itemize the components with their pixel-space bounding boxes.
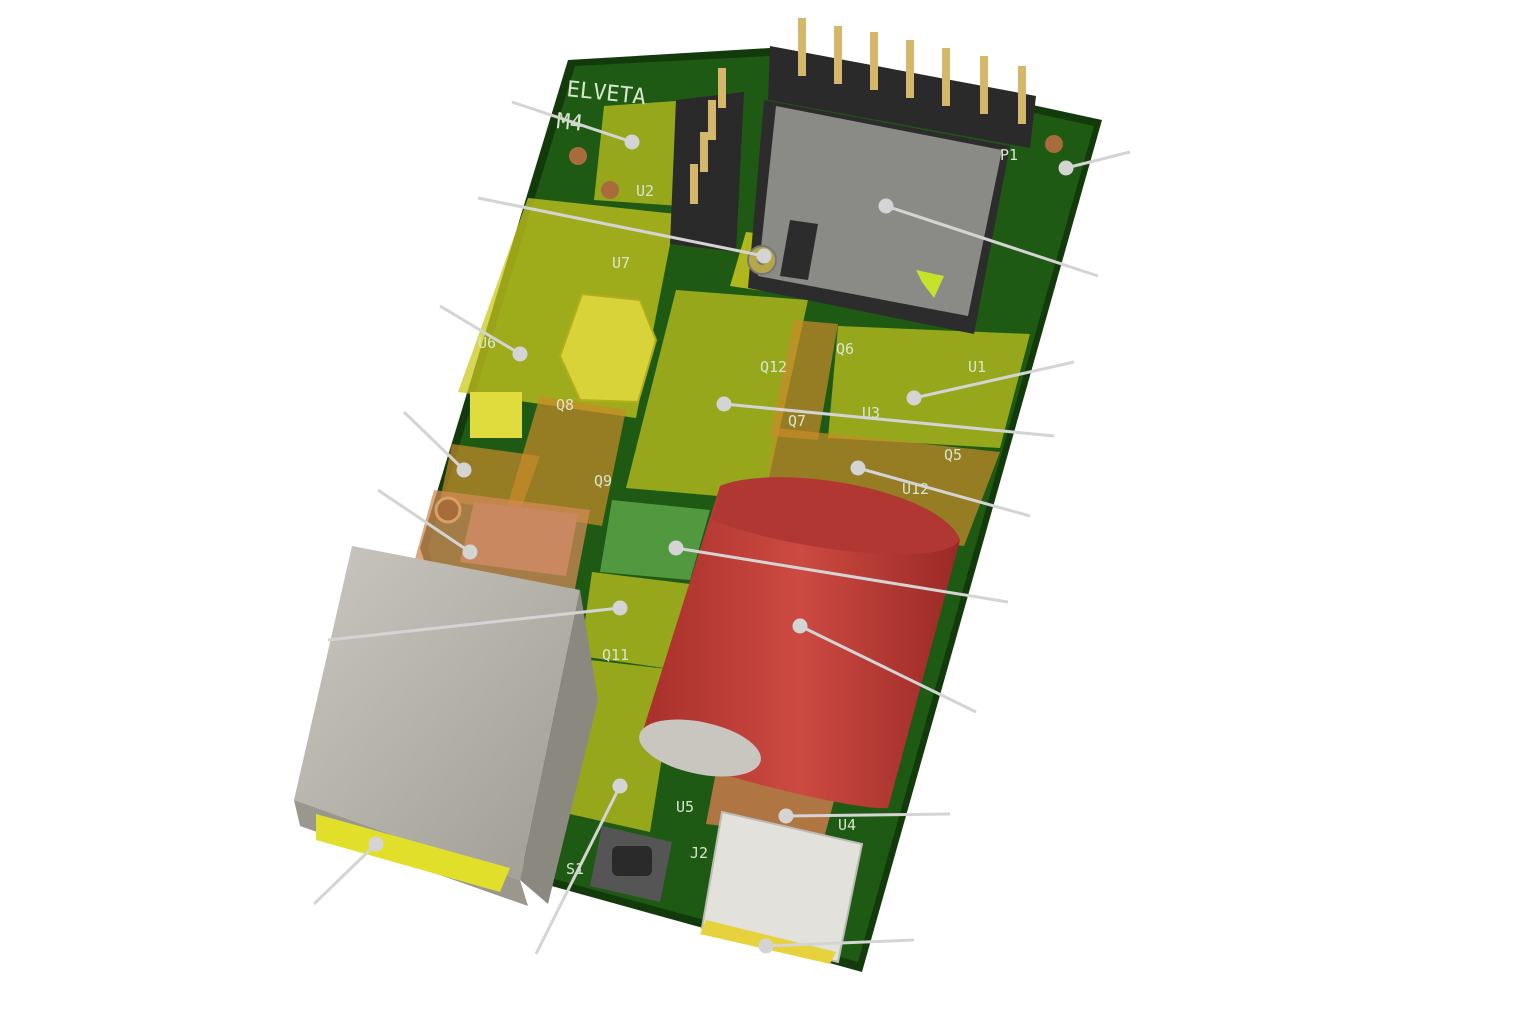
callout-dot-17 xyxy=(758,938,774,954)
callout-dot-3 xyxy=(512,346,528,362)
rf-module xyxy=(748,100,1010,334)
callout-dot-15 xyxy=(792,618,808,634)
callout-leaders xyxy=(312,100,1131,955)
ref-q7: Q7 xyxy=(788,412,806,430)
brand-line2: M4 xyxy=(555,109,584,137)
electrolytic-capacitor xyxy=(639,477,960,809)
ref-j2: J2 xyxy=(690,844,708,862)
callout-dot-2 xyxy=(756,248,772,264)
callout-dot-12 xyxy=(716,396,732,412)
region-q11 xyxy=(580,572,690,668)
callout-dot-10 xyxy=(878,198,894,214)
region-q8 xyxy=(506,396,626,526)
callout-dot-16 xyxy=(778,808,794,824)
ref-u4: U4 xyxy=(838,816,856,834)
ref-q9: Q9 xyxy=(594,472,612,490)
rj45-connector xyxy=(294,546,598,906)
region-u2 xyxy=(594,100,690,206)
callout-dot-7 xyxy=(368,836,384,852)
callout-dot-11 xyxy=(906,390,922,406)
pin-headers xyxy=(670,18,1036,252)
mounting-hole-top xyxy=(569,147,587,165)
ref-u7: U7 xyxy=(612,254,630,272)
ref-u5: U5 xyxy=(676,798,694,816)
relay xyxy=(434,496,578,576)
region-q12 xyxy=(626,290,808,500)
ref-p1: P1 xyxy=(1000,146,1018,164)
callout-dot-13 xyxy=(850,460,866,476)
push-button xyxy=(590,826,672,902)
ref-q6: Q6 xyxy=(836,340,854,358)
callout-dot-9 xyxy=(1058,160,1074,176)
region-green xyxy=(600,500,710,580)
callout-dot-1 xyxy=(624,134,640,150)
callout-dot-6 xyxy=(612,600,628,616)
ref-u1: U1 xyxy=(968,358,986,376)
ref-q11: Q11 xyxy=(602,646,629,664)
crystal xyxy=(470,392,522,438)
ref-u2: U2 xyxy=(636,182,654,200)
inductor xyxy=(558,292,658,404)
ref-q5: Q5 xyxy=(944,446,962,464)
ref-q12: Q12 xyxy=(760,358,787,376)
mounting-hole-p1 xyxy=(1045,135,1063,153)
callout-dot-14 xyxy=(668,540,684,556)
mounting-hole-u2 xyxy=(601,181,619,199)
callout-dot-4 xyxy=(456,462,472,478)
callout-dot-8 xyxy=(612,778,628,794)
callout-dot-5 xyxy=(462,544,478,560)
ref-q8: Q8 xyxy=(556,396,574,414)
